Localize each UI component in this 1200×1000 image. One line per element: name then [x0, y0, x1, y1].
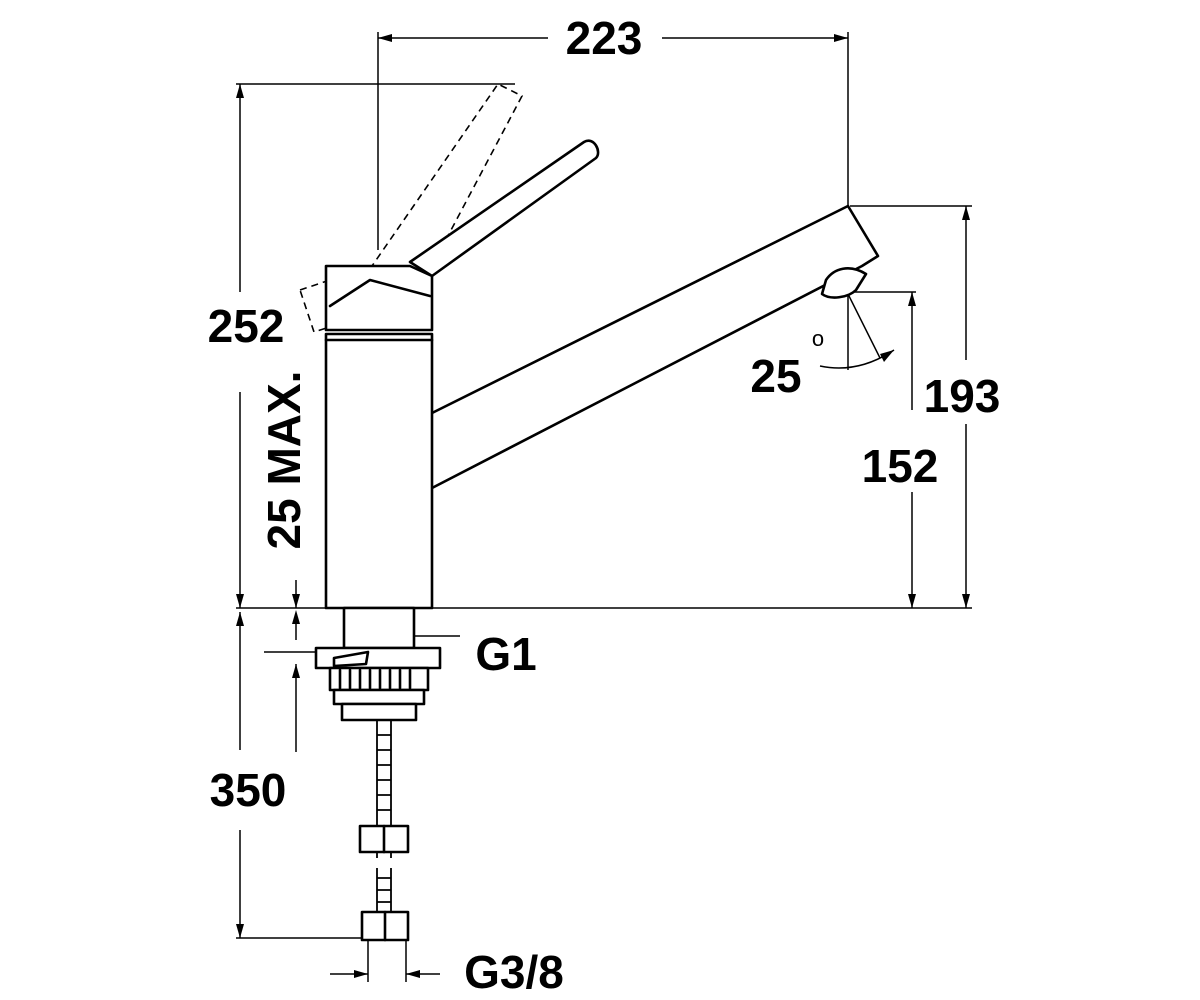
dimension-g3-8	[330, 940, 440, 982]
dimension-223	[378, 34, 848, 42]
faucet	[298, 82, 880, 942]
dimension-350	[236, 612, 300, 938]
dimension-252	[236, 84, 244, 608]
label-25-max: 25 MAX.	[258, 371, 310, 550]
label-350: 350	[210, 764, 287, 816]
cartridge-cap	[324, 264, 434, 332]
shank	[342, 606, 416, 650]
dimension-152	[908, 292, 916, 608]
dimension-193	[962, 206, 970, 608]
label-152: 152	[862, 440, 939, 492]
label-223: 223	[566, 12, 643, 64]
label-g3-8: G3/8	[464, 946, 564, 998]
label-252: 252	[208, 300, 285, 352]
label-angle-25: 25	[750, 350, 801, 402]
supply-hose	[358, 720, 410, 942]
lever-handle	[408, 139, 600, 278]
spout	[428, 204, 880, 490]
faucet-body	[324, 332, 434, 610]
label-193: 193	[924, 370, 1001, 422]
label-degree: o	[812, 326, 824, 351]
label-g1: G1	[475, 628, 536, 680]
dimension-angle-25	[819, 293, 895, 370]
dimension-25-max	[292, 580, 300, 640]
